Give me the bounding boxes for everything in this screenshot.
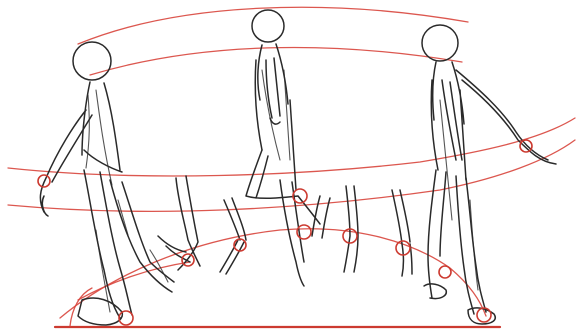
figure-3-knee-joint: [439, 266, 451, 278]
figure-2-arm: [266, 58, 280, 124]
hip-arc-lower: [8, 140, 575, 211]
figure-2-head: [252, 10, 284, 42]
inbetween-leg-b: [158, 236, 190, 262]
figure-1-torso-sketch: [86, 90, 112, 185]
figure-3-wrist-joint: [520, 140, 532, 152]
walking-figure-1: [38, 42, 174, 325]
red-arc-guides: [8, 7, 575, 318]
head-arc-upper: [78, 7, 468, 44]
figure-3-arm: [456, 70, 556, 164]
figure-2-lifted-leg: [246, 150, 320, 224]
figure-3-sketch-lines: [440, 100, 478, 290]
walking-figure-3: [422, 25, 556, 324]
inbetween-shin-f: [312, 196, 330, 238]
figure-2-torso: [255, 44, 296, 190]
inbetween-leg-e: [392, 190, 412, 276]
figure-1-arm: [40, 110, 92, 216]
foot-arc: [60, 229, 486, 318]
figure-1-sketch-lines: [96, 200, 168, 312]
figure-3-head: [422, 25, 458, 61]
figure-3-back-foot: [424, 284, 446, 299]
walking-figure-2: [246, 10, 320, 286]
figure-3-front-leg: [456, 176, 486, 314]
inbetween-legs-left: [158, 176, 246, 274]
